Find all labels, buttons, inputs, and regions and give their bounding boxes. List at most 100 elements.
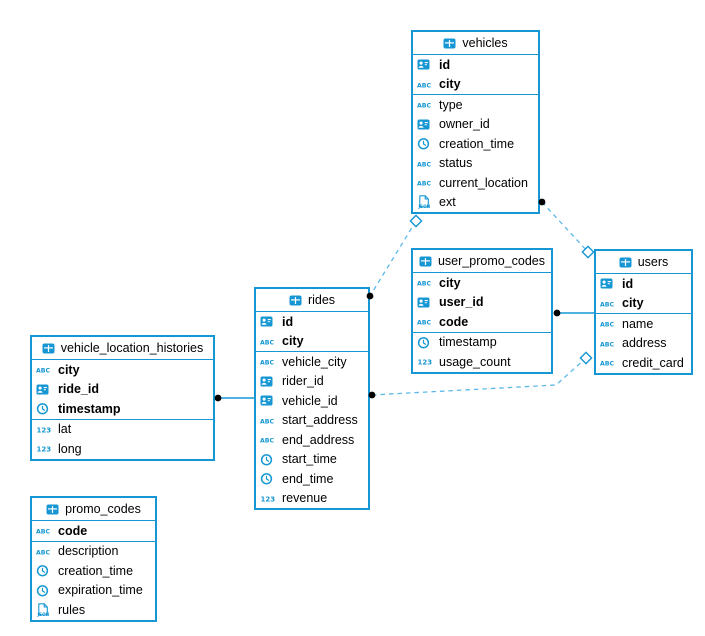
person-id-icon bbox=[260, 375, 277, 388]
clock-icon bbox=[260, 472, 277, 485]
column-name: owner_id bbox=[439, 117, 490, 131]
columns-section: timestamp 123 usage_count bbox=[413, 331, 551, 372]
svg-text:123: 123 bbox=[37, 446, 52, 454]
svg-text:ABC: ABC bbox=[36, 368, 51, 375]
column-name: city bbox=[439, 275, 461, 290]
table-title-bar[interactable]: vehicle_location_histories bbox=[32, 337, 213, 360]
column-name: expiration_time bbox=[58, 583, 143, 597]
column-row-city: ABC city bbox=[256, 332, 368, 352]
column-name: address bbox=[622, 336, 667, 350]
table-title: user_promo_codes bbox=[437, 253, 545, 268]
svg-text:ABC: ABC bbox=[417, 320, 432, 327]
column-row-status: ABC status bbox=[413, 154, 538, 174]
column-name: creation_time bbox=[439, 136, 515, 151]
table-title-bar[interactable]: users bbox=[596, 251, 691, 274]
table-title: promo_codes bbox=[65, 501, 141, 516]
column-name: timestamp bbox=[439, 335, 497, 349]
column-name: status bbox=[439, 156, 473, 170]
column-row-id: id bbox=[596, 274, 691, 294]
svg-text:ABC: ABC bbox=[600, 301, 615, 308]
column-name: usage_count bbox=[439, 354, 511, 369]
person-id-icon bbox=[36, 383, 53, 396]
person-id-icon bbox=[417, 118, 434, 131]
svg-text:ABC: ABC bbox=[600, 341, 615, 348]
abc-text-icon: ABC bbox=[417, 98, 434, 111]
svg-text:ABC: ABC bbox=[260, 339, 275, 346]
column-name: code bbox=[439, 314, 469, 329]
svg-text:ABC: ABC bbox=[260, 438, 275, 445]
svg-text:ABC: ABC bbox=[600, 361, 615, 368]
column-name: type bbox=[439, 97, 463, 112]
table-title: vehicles bbox=[462, 35, 508, 50]
column-name: end_address bbox=[282, 432, 355, 447]
pk-diamond-endpoint bbox=[409, 214, 423, 228]
column-row-description: ABC description bbox=[32, 542, 155, 562]
123-number-icon: 123 bbox=[260, 492, 277, 505]
table-title-bar[interactable]: vehicles bbox=[413, 32, 538, 55]
column-name: start_time bbox=[282, 452, 337, 466]
abc-text-icon: ABC bbox=[260, 355, 277, 368]
column-name: user_id bbox=[439, 295, 484, 309]
table-grid-icon bbox=[419, 255, 433, 268]
json-doc-icon: JSON bbox=[417, 195, 434, 209]
column-row-timestamp: timestamp bbox=[413, 333, 551, 353]
column-name: lat bbox=[58, 422, 72, 436]
person-id-icon bbox=[417, 296, 434, 309]
column-name: id bbox=[622, 276, 634, 291]
123-number-icon: 123 bbox=[36, 423, 53, 436]
svg-text:JSON: JSON bbox=[418, 204, 431, 209]
table-grid-icon bbox=[289, 294, 303, 307]
column-name: city bbox=[622, 296, 644, 310]
column-row-creation_time: creation_time bbox=[32, 561, 155, 581]
column-row-city: ABC city bbox=[413, 273, 551, 293]
column-row-expiration_time: expiration_time bbox=[32, 581, 155, 601]
column-row-id: id bbox=[256, 312, 368, 332]
table-title: vehicle_location_histories bbox=[60, 340, 204, 355]
svg-text:ABC: ABC bbox=[417, 281, 432, 288]
column-row-vehicle_id: vehicle_id bbox=[256, 391, 368, 411]
abc-text-icon: ABC bbox=[260, 414, 277, 427]
relation-user_promo_codes-users bbox=[553, 309, 594, 317]
clock-icon bbox=[36, 402, 53, 415]
clock-icon bbox=[417, 137, 434, 150]
table-title-bar[interactable]: rides bbox=[256, 289, 368, 312]
123-number-icon: 123 bbox=[417, 355, 434, 368]
table-title-bar[interactable]: promo_codes bbox=[32, 498, 155, 521]
pk-diamond-endpoint bbox=[581, 245, 595, 259]
column-name: vehicle_id bbox=[282, 393, 338, 408]
column-name: city bbox=[58, 362, 80, 377]
columns-section: ABC description creation_time expiration_ti… bbox=[32, 540, 155, 620]
svg-text:JSON: JSON bbox=[37, 612, 50, 617]
abc-text-icon: ABC bbox=[600, 317, 617, 330]
abc-text-icon: ABC bbox=[36, 545, 53, 558]
svg-text:ABC: ABC bbox=[417, 82, 432, 89]
table-grid-icon bbox=[46, 503, 60, 516]
svg-text:ABC: ABC bbox=[417, 161, 432, 168]
column-name: rider_id bbox=[282, 374, 324, 388]
column-name: description bbox=[58, 544, 119, 558]
column-name: city bbox=[282, 334, 304, 348]
column-row-end_address: ABC end_address bbox=[256, 430, 368, 450]
table-title-bar[interactable]: user_promo_codes bbox=[413, 250, 551, 273]
fk-dot-endpoint bbox=[214, 394, 222, 402]
clock-icon bbox=[417, 336, 434, 349]
column-row-end_time: end_time bbox=[256, 469, 368, 489]
abc-text-icon: ABC bbox=[600, 337, 617, 350]
column-name: ride_id bbox=[58, 382, 99, 396]
column-row-ride_id: ride_id bbox=[32, 380, 213, 400]
abc-text-icon: ABC bbox=[417, 157, 434, 170]
column-row-type: ABC type bbox=[413, 95, 538, 115]
